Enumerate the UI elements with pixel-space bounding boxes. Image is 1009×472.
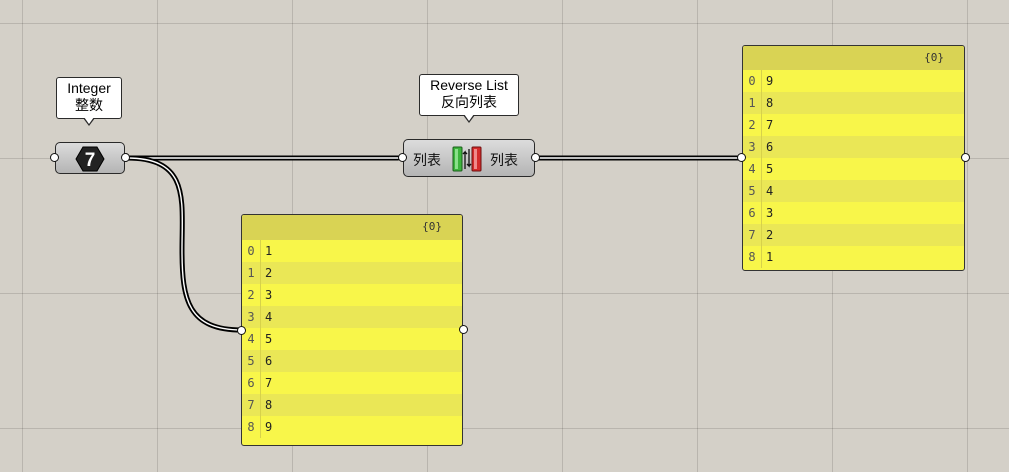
integer-tooltip-name: Integer xyxy=(67,80,111,96)
output-panel-header: {0} xyxy=(743,46,964,70)
integer-hexagon-icon: 7 xyxy=(75,146,105,172)
reverse-list-tooltip-name-cn: 反向列表 xyxy=(441,94,497,110)
integer-tooltip: Integer 整数 xyxy=(56,77,122,126)
output-panel-input-port[interactable] xyxy=(737,153,746,162)
reverse-list-component[interactable]: 列表 列表 xyxy=(403,139,535,177)
output-panel-path: {0} xyxy=(924,51,944,64)
integer-output-port[interactable] xyxy=(121,153,130,162)
output-panel-output-port[interactable] xyxy=(961,153,970,162)
reverse-list-icon xyxy=(452,146,482,172)
reverse-list-output-label[interactable]: 列表 xyxy=(490,152,518,168)
reverse-list-output-port[interactable] xyxy=(531,153,540,162)
wire-integer-to-panel[interactable] xyxy=(124,155,245,333)
input-panel-path: {0} xyxy=(422,220,442,233)
input-panel-input-port[interactable] xyxy=(237,326,246,335)
integer-component[interactable]: 7 xyxy=(55,142,125,174)
integer-tooltip-name-cn: 整数 xyxy=(75,97,103,113)
input-panel-output-port[interactable] xyxy=(459,325,468,334)
integer-input-port[interactable] xyxy=(50,153,59,162)
integer-value: 7 xyxy=(85,150,96,171)
reverse-list-tooltip: Reverse List 反向列表 xyxy=(419,74,519,123)
reverse-list-tooltip-name: Reverse List xyxy=(430,77,508,93)
reverse-list-input-port[interactable] xyxy=(398,153,407,162)
input-panel-header: {0} xyxy=(242,215,462,240)
reverse-list-input-label[interactable]: 列表 xyxy=(413,152,441,168)
